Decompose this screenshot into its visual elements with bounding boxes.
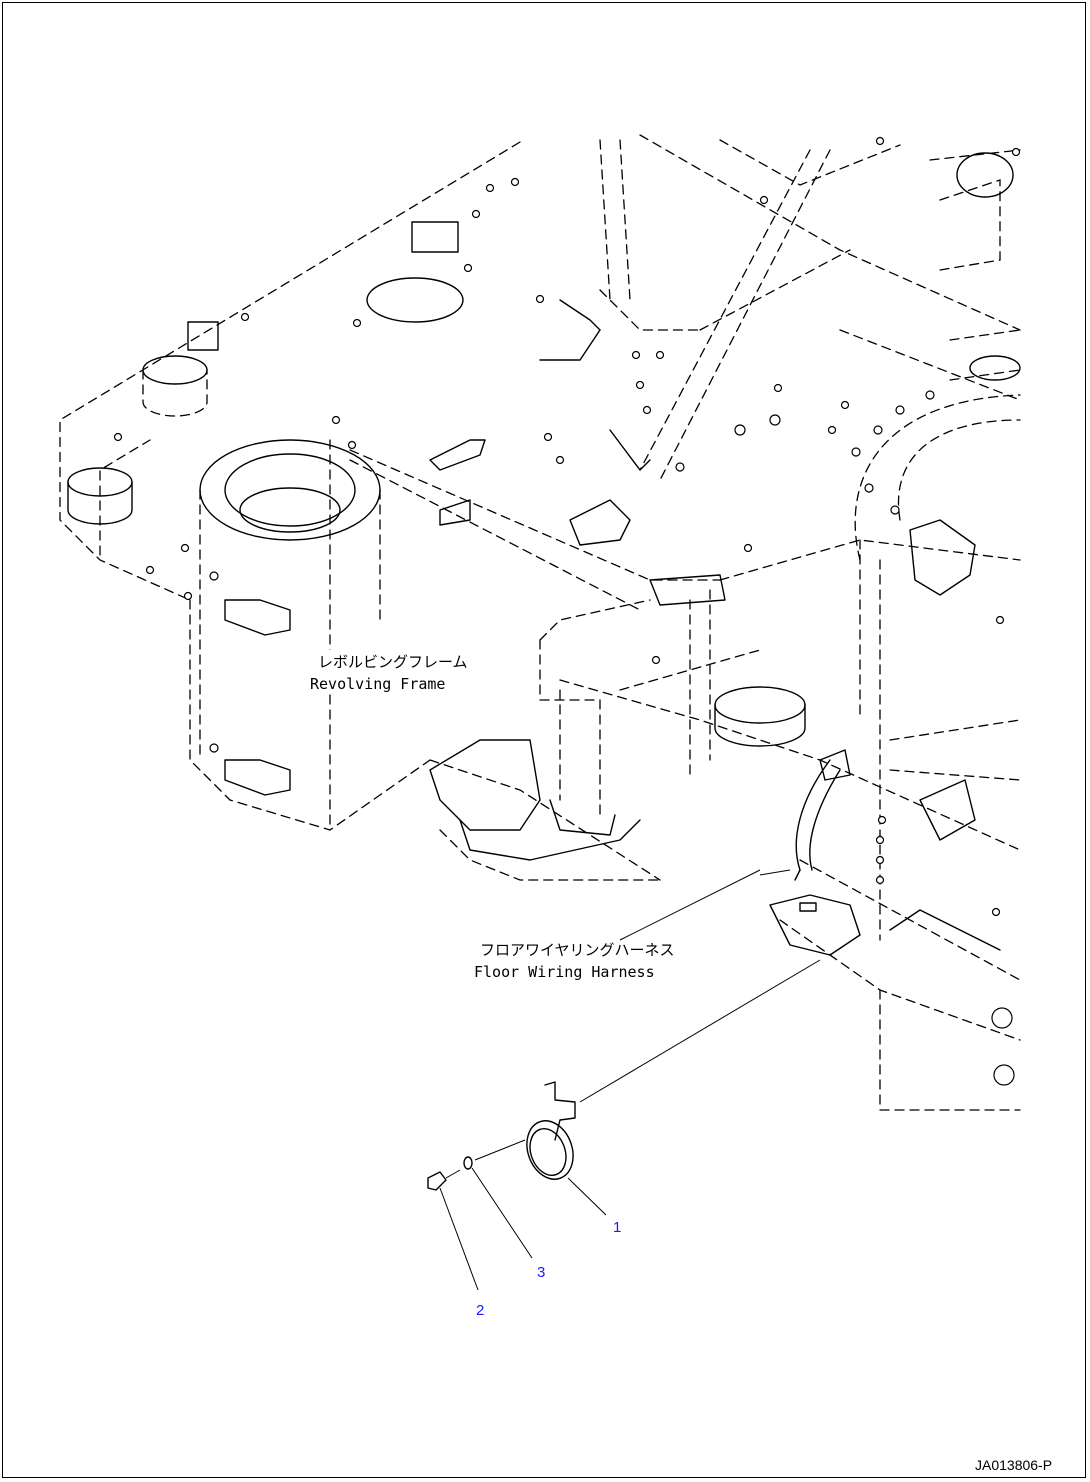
frame-bosses	[67, 152, 1021, 747]
floor-harness-label-jp: フロアワイヤリングハーネス	[480, 941, 675, 959]
callout-1: 1	[613, 1219, 621, 1236]
drawing-code: JA013806-P	[975, 1457, 1052, 1473]
floor-wiring-harness-wire	[759, 759, 841, 912]
horn-assembly	[427, 959, 821, 1191]
floor-harness-label-en: Floor Wiring Harness	[474, 963, 655, 981]
center-brackets	[429, 299, 1001, 956]
revolving-frame-label-en: Revolving Frame	[310, 675, 445, 693]
bolt	[427, 1171, 447, 1191]
horn-body	[526, 1120, 574, 1180]
revolving-frame-outline	[59, 134, 1021, 1111]
callout-2: 2	[476, 1302, 484, 1319]
bolt-holes	[113, 136, 1021, 1086]
revolving-frame-label-jp: レボルビングフレーム	[318, 653, 468, 671]
callout-numbers: 1 2 3	[476, 1219, 621, 1319]
boom-foot-boss	[199, 439, 381, 796]
swing-circle	[851, 390, 1021, 561]
washer	[463, 1156, 473, 1170]
callout-leaders	[439, 1167, 607, 1291]
assembly-leader-line	[579, 959, 821, 1103]
callout-3: 3	[537, 1264, 545, 1281]
labels: レボルビングフレーム Revolving Frame フロアワイヤリングハーネス…	[300, 650, 761, 981]
